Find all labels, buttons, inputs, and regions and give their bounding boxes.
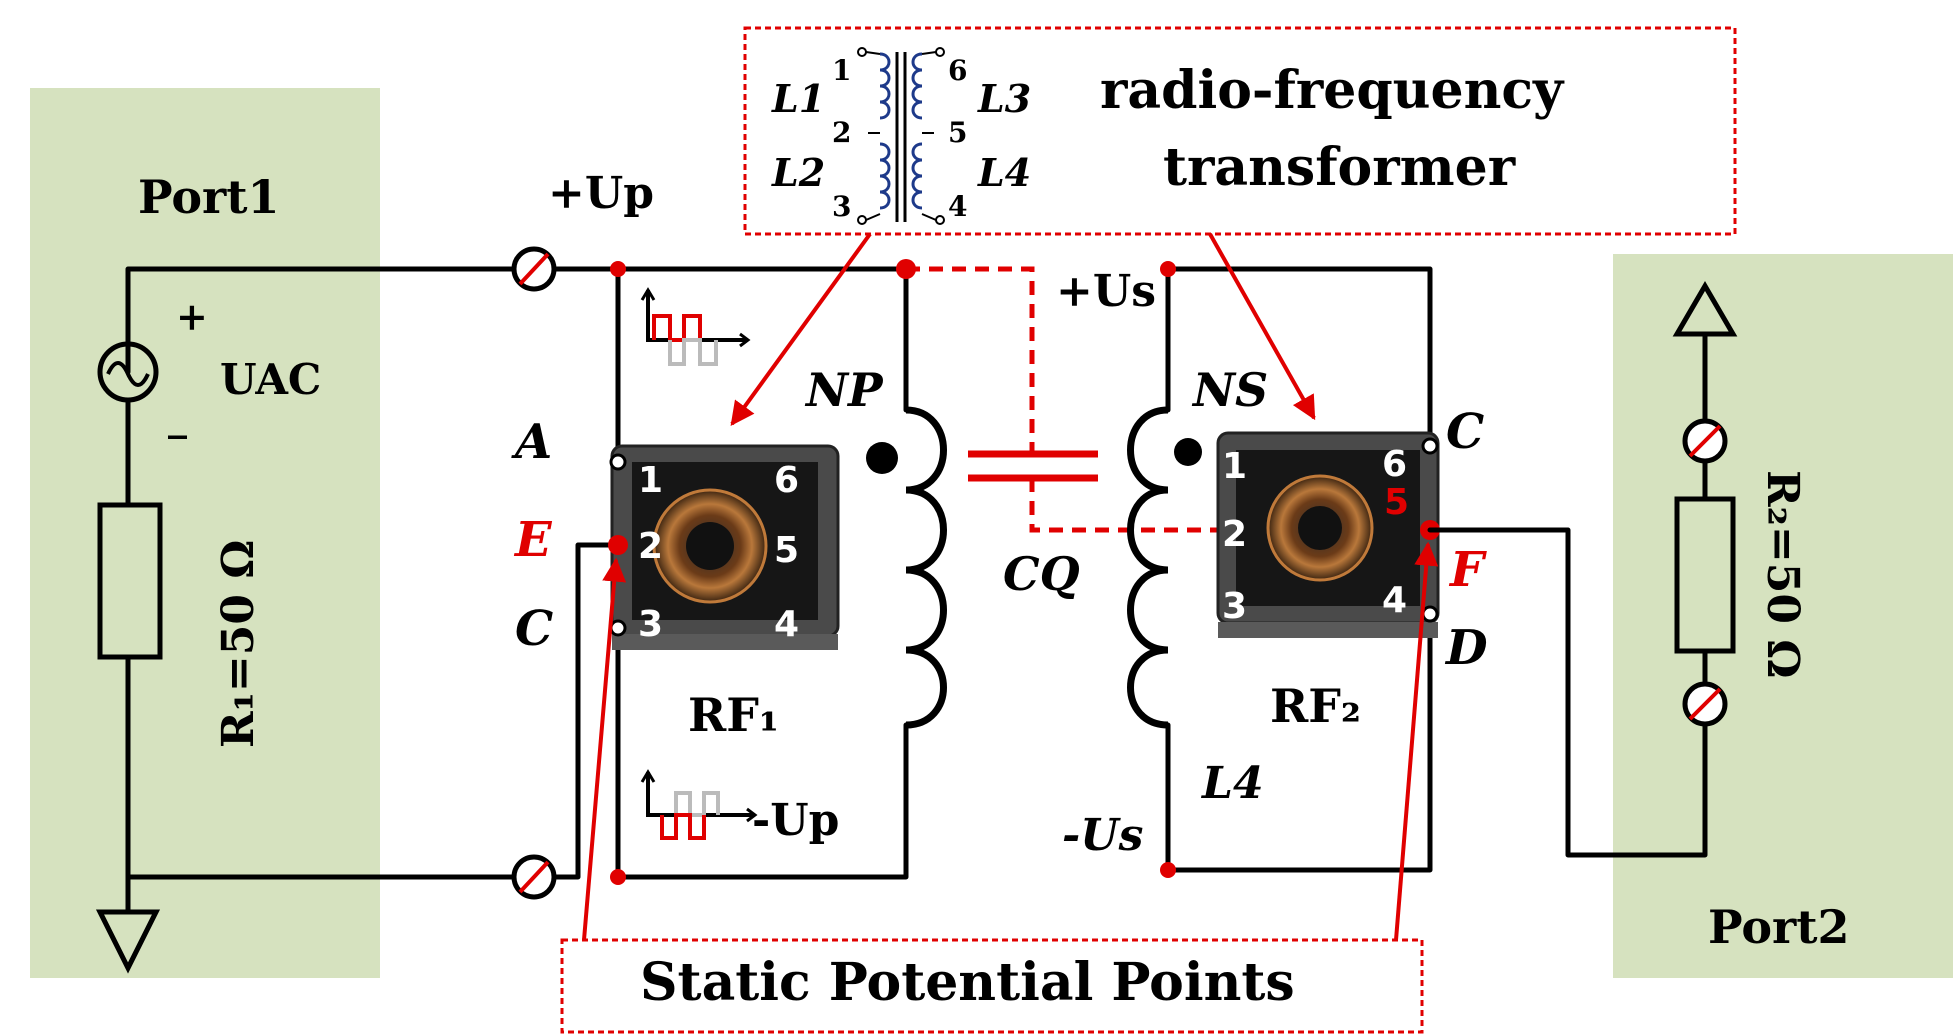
waveform-top-icon [640, 287, 751, 366]
node-c-right-label: C [1446, 404, 1484, 460]
rf-transformer-callout [743, 26, 1737, 236]
cq-label: CQ [1003, 547, 1080, 601]
node-a-label: A [511, 414, 552, 470]
node-d-label: D [1444, 620, 1488, 676]
rf2-pin-1: 1 [1222, 446, 1247, 487]
rf1-pin-2: 2 [638, 526, 663, 567]
us-minus-label: -Us [1062, 810, 1143, 861]
port1-circuit [95, 246, 621, 974]
rf1-pin-3: 3 [638, 604, 663, 645]
us-plus-label: +Us [1056, 266, 1156, 317]
rf2-pin-3: 3 [1222, 586, 1247, 627]
port1-panel [30, 88, 380, 978]
primary-dot-icon [866, 442, 898, 474]
static-points-label: Static Potential Points [640, 952, 1295, 1013]
rf1-pin-1: 1 [638, 460, 663, 501]
inset-pin-4: 4 [948, 190, 967, 223]
inset-l4: L4 [977, 150, 1031, 195]
inset-l2: L2 [771, 150, 825, 195]
primary-coil-icon [905, 406, 947, 729]
rf2-pin-6: 6 [1382, 444, 1407, 485]
node-f-label: F [1448, 542, 1487, 598]
r2-label: R₂=50 Ω [1757, 470, 1808, 678]
inset-l3: L3 [977, 76, 1031, 121]
port2-circuit [1427, 281, 1738, 858]
rf1-pin-5: 5 [774, 530, 799, 571]
node-e-label: E [513, 512, 553, 568]
arrow-up-icon [1672, 281, 1738, 337]
np-label: NP [804, 363, 884, 417]
inset-pin-5: 5 [948, 116, 967, 149]
static-points-callout [560, 938, 1424, 1034]
inset-pin-3: 3 [832, 190, 851, 223]
node-c-left-label: C [515, 601, 553, 657]
minus-sign: _ [168, 394, 187, 439]
ground-icon [95, 909, 161, 974]
up-plus-label: +Up [548, 168, 654, 219]
l4-label: L4 [1200, 758, 1264, 809]
inset-pin-1: 1 [832, 54, 851, 87]
rf2-label: RF₂ [1270, 679, 1361, 733]
inset-pin-2: 2 [832, 116, 851, 149]
rf-line1: radio-frequency [1100, 60, 1565, 121]
secondary-coil-icon [1127, 406, 1169, 729]
rf1-pin-6: 6 [774, 460, 799, 501]
plus-sign: + [176, 294, 208, 339]
rf2-pin-2: 2 [1222, 514, 1247, 555]
rf2-pin-5: 5 [1384, 482, 1409, 523]
rf-line2: transformer [1163, 137, 1516, 198]
rf1-label: RF₁ [688, 688, 779, 742]
transformer-symbol-icon [857, 47, 945, 225]
waveform-bottom-icon [640, 769, 758, 840]
uac-label: UAC [220, 355, 321, 404]
capacitor-cq-icon [906, 266, 1430, 533]
rf1-transformer-chip [608, 444, 840, 650]
port1-label: Port1 [138, 170, 280, 224]
inset-pin-6: 6 [948, 54, 967, 87]
inset-l1: L1 [771, 76, 825, 121]
up-minus-label: -Up [752, 795, 839, 846]
rf1-pin-4: 4 [774, 604, 799, 645]
rf2-pin-4: 4 [1382, 580, 1407, 621]
secondary-dot-icon [1174, 438, 1202, 466]
port2-label: Port2 [1708, 900, 1850, 954]
secondary-circuit [1127, 261, 1433, 878]
ns-label: NS [1191, 363, 1268, 417]
r1-label: R₁=50 Ω [213, 540, 264, 748]
